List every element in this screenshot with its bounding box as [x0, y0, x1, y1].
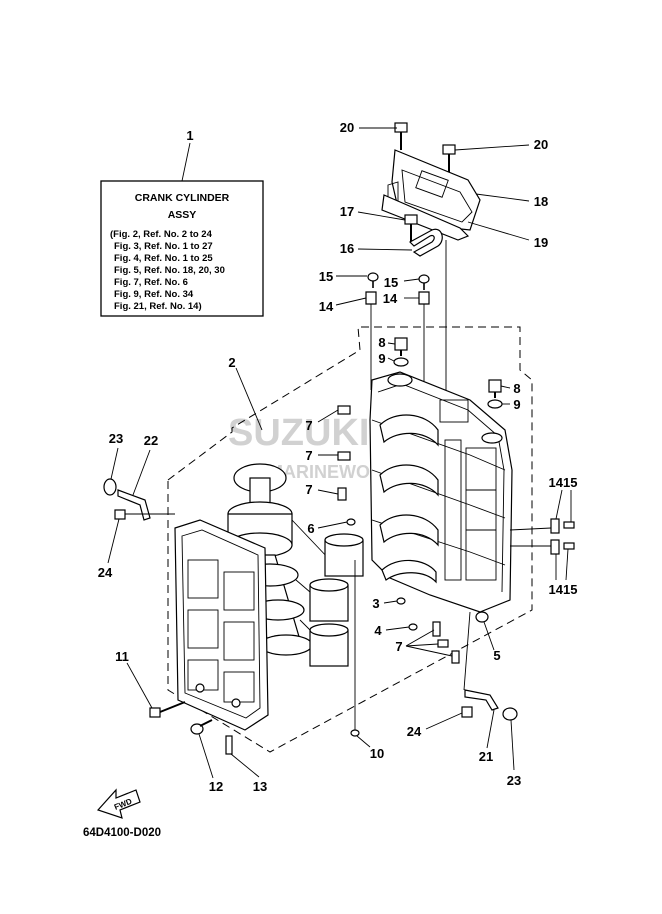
callout-20-left: 20 — [340, 120, 354, 135]
callout-9-upper: 9 — [378, 351, 385, 366]
callout-20-right: 20 — [534, 137, 548, 152]
info-box: CRANK CYLINDER ASSY (Fig. 2, Ref. No. 2 … — [100, 180, 264, 317]
callout-10: 10 — [370, 746, 384, 761]
bracket-21 — [463, 611, 499, 711]
info-box-frame — [100, 180, 264, 317]
callout-1415-upper: 1415 — [549, 475, 578, 490]
callout-6: 6 — [307, 521, 314, 536]
callout-9-right: 9 — [513, 397, 520, 412]
pin-10 — [350, 560, 360, 737]
dowel-4 — [408, 623, 418, 631]
info-box-title-2: ASSY — [168, 209, 197, 221]
piston-middle — [309, 578, 349, 622]
drawing-code: 64D4100-D020 — [83, 827, 161, 839]
assembly-dashed-outline — [167, 326, 533, 753]
piston-upper — [324, 533, 364, 577]
callout-17: 17 — [340, 204, 354, 219]
callout-15-left: 15 — [319, 269, 333, 284]
info-box-line-2: Fig. 3, Ref. No. 1 to 27 — [114, 241, 213, 252]
callout-23-right: 23 — [507, 773, 521, 788]
plug-23-right — [502, 707, 518, 721]
bolt-20-right — [442, 144, 456, 172]
callout-14-right: 14 — [383, 291, 398, 306]
info-box-line-5: Fig. 7, Ref. No. 6 — [114, 277, 188, 288]
dashed-boundary — [167, 326, 533, 753]
clip-14-right — [418, 291, 430, 390]
cover-inner — [401, 169, 473, 223]
bolt-12 — [190, 719, 213, 735]
callout-19: 19 — [534, 235, 548, 250]
callout-15-right: 15 — [384, 275, 398, 290]
callout-24-left: 24 — [98, 565, 113, 580]
fwd-arrow: FWD — [96, 788, 141, 819]
callout-24-right: 24 — [407, 724, 422, 739]
info-box-line-7: Fig. 21, Ref. No. 14) — [114, 301, 202, 312]
info-box-line-4: Fig. 5, Ref. No. 18, 20, 30 — [114, 265, 225, 276]
callout-7-d: 7 — [395, 639, 402, 654]
screw-15-left — [367, 272, 379, 288]
callouts: 1 2 3 4 5 6 7 7 7 7 8 8 9 9 10 11 12 13 … — [98, 120, 578, 794]
callout-4: 4 — [374, 623, 382, 638]
crankcase-half — [174, 519, 269, 731]
plug-5 — [475, 611, 489, 623]
stud-13 — [225, 735, 233, 755]
fitting-7-d — [432, 621, 460, 664]
callout-13: 13 — [253, 779, 267, 794]
bolt-17 — [404, 214, 418, 242]
callout-7-c: 7 — [305, 482, 312, 497]
clamp-16 — [409, 228, 443, 257]
callout-1415-lower: 1415 — [549, 582, 578, 597]
dowel-3 — [396, 597, 406, 605]
fitting-7-b — [337, 451, 351, 461]
plug-8-upper — [394, 337, 408, 356]
bracket-22 — [117, 489, 151, 521]
callout-18: 18 — [534, 194, 548, 209]
dowel-6 — [346, 518, 356, 526]
washer-9-upper — [393, 357, 409, 367]
screw-15-right — [418, 274, 430, 290]
clip-1415-upper — [509, 518, 575, 534]
watermark-brand: SUZUKI — [228, 412, 369, 454]
cylinder-block — [369, 371, 513, 613]
piston-lower — [309, 623, 349, 667]
callout-8-upper: 8 — [378, 335, 385, 350]
fitting-7-a — [337, 405, 351, 415]
cover-window — [415, 170, 449, 198]
bolt-11 — [149, 701, 186, 718]
info-box-line-6: Fig. 9, Ref. No. 34 — [114, 289, 194, 300]
callout-5: 5 — [493, 648, 500, 663]
info-box-title-1: CRANK CYLINDER — [135, 192, 230, 204]
info-box-line-3: Fig. 4, Ref. No. 1 to 25 — [114, 253, 213, 264]
callout-7-a: 7 — [305, 418, 312, 433]
callout-23-left: 23 — [109, 431, 123, 446]
callout-8-right: 8 — [513, 381, 520, 396]
callout-2: 2 — [228, 355, 235, 370]
plug-8-right — [488, 379, 502, 398]
plug-23-left — [103, 478, 117, 496]
leader-lines — [107, 127, 572, 779]
callout-3: 3 — [372, 596, 379, 611]
callout-22: 22 — [144, 433, 158, 448]
cylinder-head-cover — [381, 149, 481, 241]
bolt-24-left — [114, 509, 175, 520]
callout-7-b: 7 — [305, 448, 312, 463]
clip-14-left — [365, 291, 377, 390]
bolt-24-right — [461, 706, 473, 718]
washer-9-right — [487, 399, 503, 409]
callout-1: 1 — [186, 128, 193, 143]
gasket — [381, 194, 470, 241]
callout-11: 11 — [115, 649, 129, 664]
info-box-line-1: (Fig. 2, Ref. No. 2 to 24 — [110, 229, 213, 240]
callout-21: 21 — [479, 749, 493, 764]
callout-12: 12 — [209, 779, 223, 794]
clip-1415-lower — [510, 539, 575, 555]
callout-14-left: 14 — [319, 299, 334, 314]
callout-16: 16 — [340, 241, 354, 256]
fitting-7-c — [337, 487, 347, 501]
fwd-arrow-shape — [96, 788, 141, 819]
bolt-20-left — [394, 122, 408, 150]
